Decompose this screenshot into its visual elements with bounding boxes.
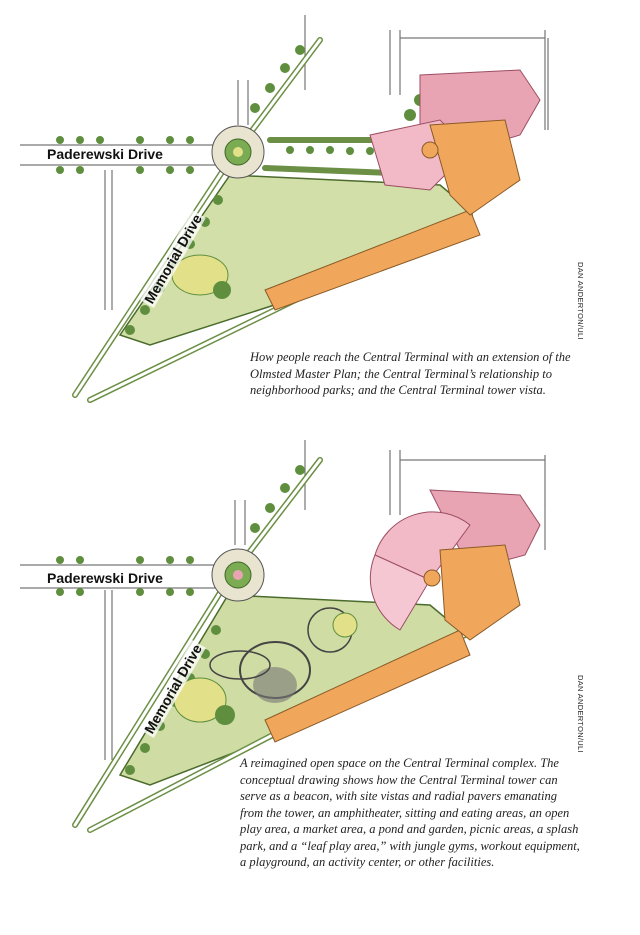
top-photo-credit: DAN ANDERTON/ULI	[576, 262, 585, 340]
bottom-photo-credit: DAN ANDERTON/ULI	[576, 675, 585, 753]
paderewski-drive-label: Paderewski Drive	[45, 570, 165, 586]
site-plan-drawing-bottom	[20, 440, 546, 833]
top-caption: How people reach the Central Terminal wi…	[250, 350, 571, 397]
bottom-caption: A reimagined open space on the Central T…	[240, 756, 580, 869]
site-plan-bottom: Paderewski Drive Memorial Drive A reimag…	[0, 430, 640, 935]
site-plan-top: Paderewski Drive Memorial Drive How peop…	[0, 0, 640, 420]
site-plan-drawing-top	[20, 15, 549, 403]
paderewski-drive-label: Paderewski Drive	[45, 146, 165, 162]
